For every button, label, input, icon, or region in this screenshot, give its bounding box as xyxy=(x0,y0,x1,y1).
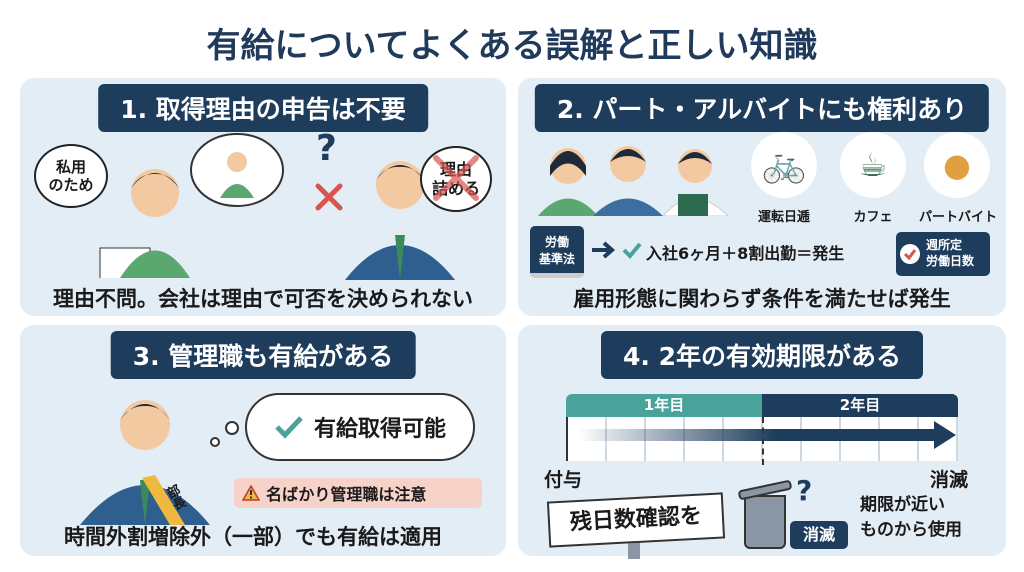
checkbox-icon xyxy=(900,244,920,264)
grant-label: 付与 xyxy=(544,469,583,491)
usage-tip: 期限が近い ものから使用 xyxy=(860,495,962,540)
trash-can-icon xyxy=(744,495,786,549)
panel-heading: 4. 2年の有効期限がある xyxy=(601,331,923,379)
department-manager-illustration xyxy=(80,400,210,525)
employee-illustration xyxy=(99,169,190,278)
thought-dot xyxy=(225,421,239,435)
bubble-text: 有給取得可能 xyxy=(313,417,446,442)
warning-text: 名ばかり管理職は注意 xyxy=(266,485,427,504)
cafe-worker-icon: ☕ xyxy=(840,132,906,198)
weekly-workdays-badge: 週所定 労働日数 xyxy=(896,232,990,276)
bicycle-delivery-icon: 🚲 xyxy=(751,132,817,198)
calendar-year-1: 1年目 xyxy=(566,394,762,417)
panel-heading: 2. パート・アルバイトにも権利あり xyxy=(534,84,990,132)
speech-bubble-manager: 理由 詰める xyxy=(420,146,492,212)
year-divider xyxy=(762,417,764,465)
panel-heading: 1. 取得理由の申告は不要 xyxy=(98,84,428,132)
expired-badge: 消滅 xyxy=(790,521,848,549)
manager-illustration xyxy=(345,161,455,280)
labor-standards-book: 労働 基準法 xyxy=(530,226,584,278)
calendar-year-2: 2年目 xyxy=(762,394,958,417)
panel-expiry: 4. 2年の有効期限がある 1年目 2年目 付与 消滅 残日数確認を ? 消滅 … xyxy=(518,325,1006,559)
expire-label: 消滅 xyxy=(930,469,969,491)
speech-bubble: 私用 のため xyxy=(34,144,108,208)
eligibility-rule: 入社6ヶ月＋8割出勤＝発生 xyxy=(646,244,845,263)
warning-icon xyxy=(242,485,260,501)
part-timer-icon: ● xyxy=(924,132,990,198)
label-part-time: パートバイト xyxy=(918,210,997,225)
thought-dot xyxy=(210,437,220,447)
question-mark: ? xyxy=(316,128,337,169)
panel-reason: 1. 取得理由の申告は不要 私用 のため ? 理由 詰める 理由不問。会社は理由… xyxy=(20,78,506,316)
panel-managers: 3. 管理職も有給がある 部長 有給取得可能 名ばかり管理職は注意 時間外割増除… xyxy=(20,325,506,556)
warning-box: 名ばかり管理職は注意 xyxy=(234,478,482,508)
arrow-head xyxy=(934,421,956,449)
check-icon xyxy=(275,416,303,439)
workers-illustration xyxy=(538,146,729,216)
panel-caption: 時間外割増除外（一部）でも有給は適用 xyxy=(64,525,442,549)
panel-caption: 雇用形態に関わらず条件を満たせば発生 xyxy=(573,287,951,311)
cross-icon xyxy=(315,183,343,211)
check-icon xyxy=(622,242,642,259)
arrow-icon xyxy=(592,241,616,259)
question-mark: ? xyxy=(796,474,813,507)
panel-part-time: 2. パート・アルバイトにも権利あり 🚲 ☕ ● 運転日逓 カフェ パートバイト… xyxy=(518,78,1006,316)
label-delivery: 運転日逓 xyxy=(757,210,810,225)
check-remaining-sign: 残日数確認を xyxy=(546,492,726,548)
thought-bubble-happy-icon xyxy=(190,133,284,207)
thought-bubble: 有給取得可能 xyxy=(245,393,475,461)
label-cafe: カフェ xyxy=(853,210,893,225)
badge-text: 週所定 労働日数 xyxy=(926,238,975,268)
panel-caption: 理由不問。会社は理由で可否を決められない xyxy=(53,287,473,311)
page-title: 有給についてよくある誤解と正しい知識 xyxy=(206,26,818,66)
panel-heading: 3. 管理職も有給がある xyxy=(110,331,416,379)
timeline-arrow xyxy=(578,429,938,441)
